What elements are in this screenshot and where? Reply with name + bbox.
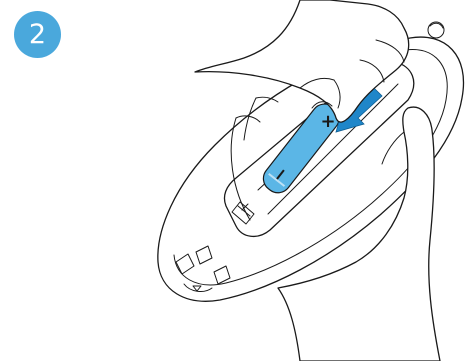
battery-plus-label: +: [320, 111, 335, 132]
